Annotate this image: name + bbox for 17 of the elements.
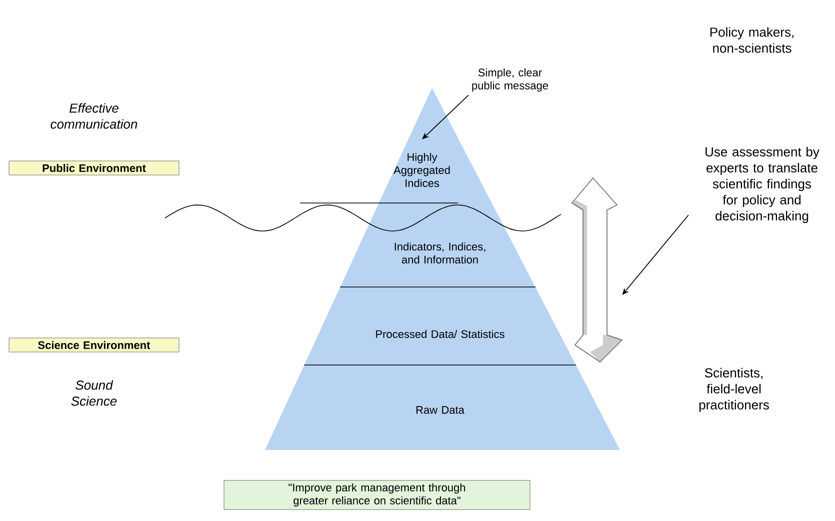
callout-text: Use assessment by experts to translate scientific findings for policy and decision-making [706,146,820,224]
leader-arrow [422,94,469,140]
side-label: Sound Science [71,380,117,406]
side-label: Effective communication [50,103,138,129]
leader-arrow [622,214,689,295]
label-box: Science Environment [8,338,180,352]
pyramid-level: Indicators, Indices, and Information [340,203,536,287]
side-label: Scientists, field-level practitioners [699,368,769,412]
node-label: Processed Data/ Statistics [376,330,504,338]
label-box: Public Environment [8,160,180,176]
side-label: Policy makers, non-scientists [710,27,794,53]
node-label: Raw Data [416,406,464,414]
label-box: "Improve park management through greater reliance on scientific data" [224,480,530,510]
pyramid-level: Processed Data/ Statistics [304,286,576,365]
node-label: Indicators, Indices, and Information [394,242,486,264]
pyramid-level: Raw Data [265,364,620,450]
node-label: Highly Aggregated Indices [394,152,450,188]
